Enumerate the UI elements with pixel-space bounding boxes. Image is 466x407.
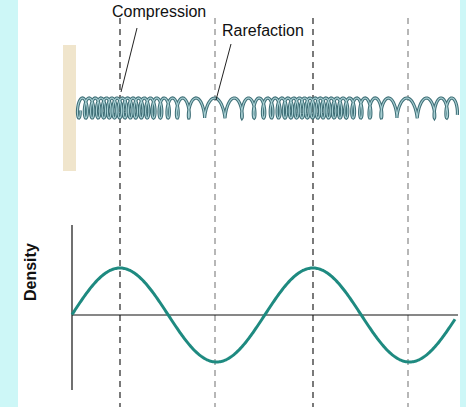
guide-lines xyxy=(120,18,408,407)
density-curve xyxy=(72,268,455,362)
spring-highlight xyxy=(77,98,457,118)
wall xyxy=(63,45,76,171)
y-axis xyxy=(71,225,72,390)
callout-label: Compression xyxy=(112,3,206,21)
axis-label: Density xyxy=(22,243,40,301)
panel xyxy=(18,0,460,407)
callout-label: Rarefaction xyxy=(222,22,304,40)
spring xyxy=(77,98,457,118)
leader-line xyxy=(121,28,137,92)
spring-coil xyxy=(77,98,457,118)
leader-line xyxy=(216,44,231,100)
